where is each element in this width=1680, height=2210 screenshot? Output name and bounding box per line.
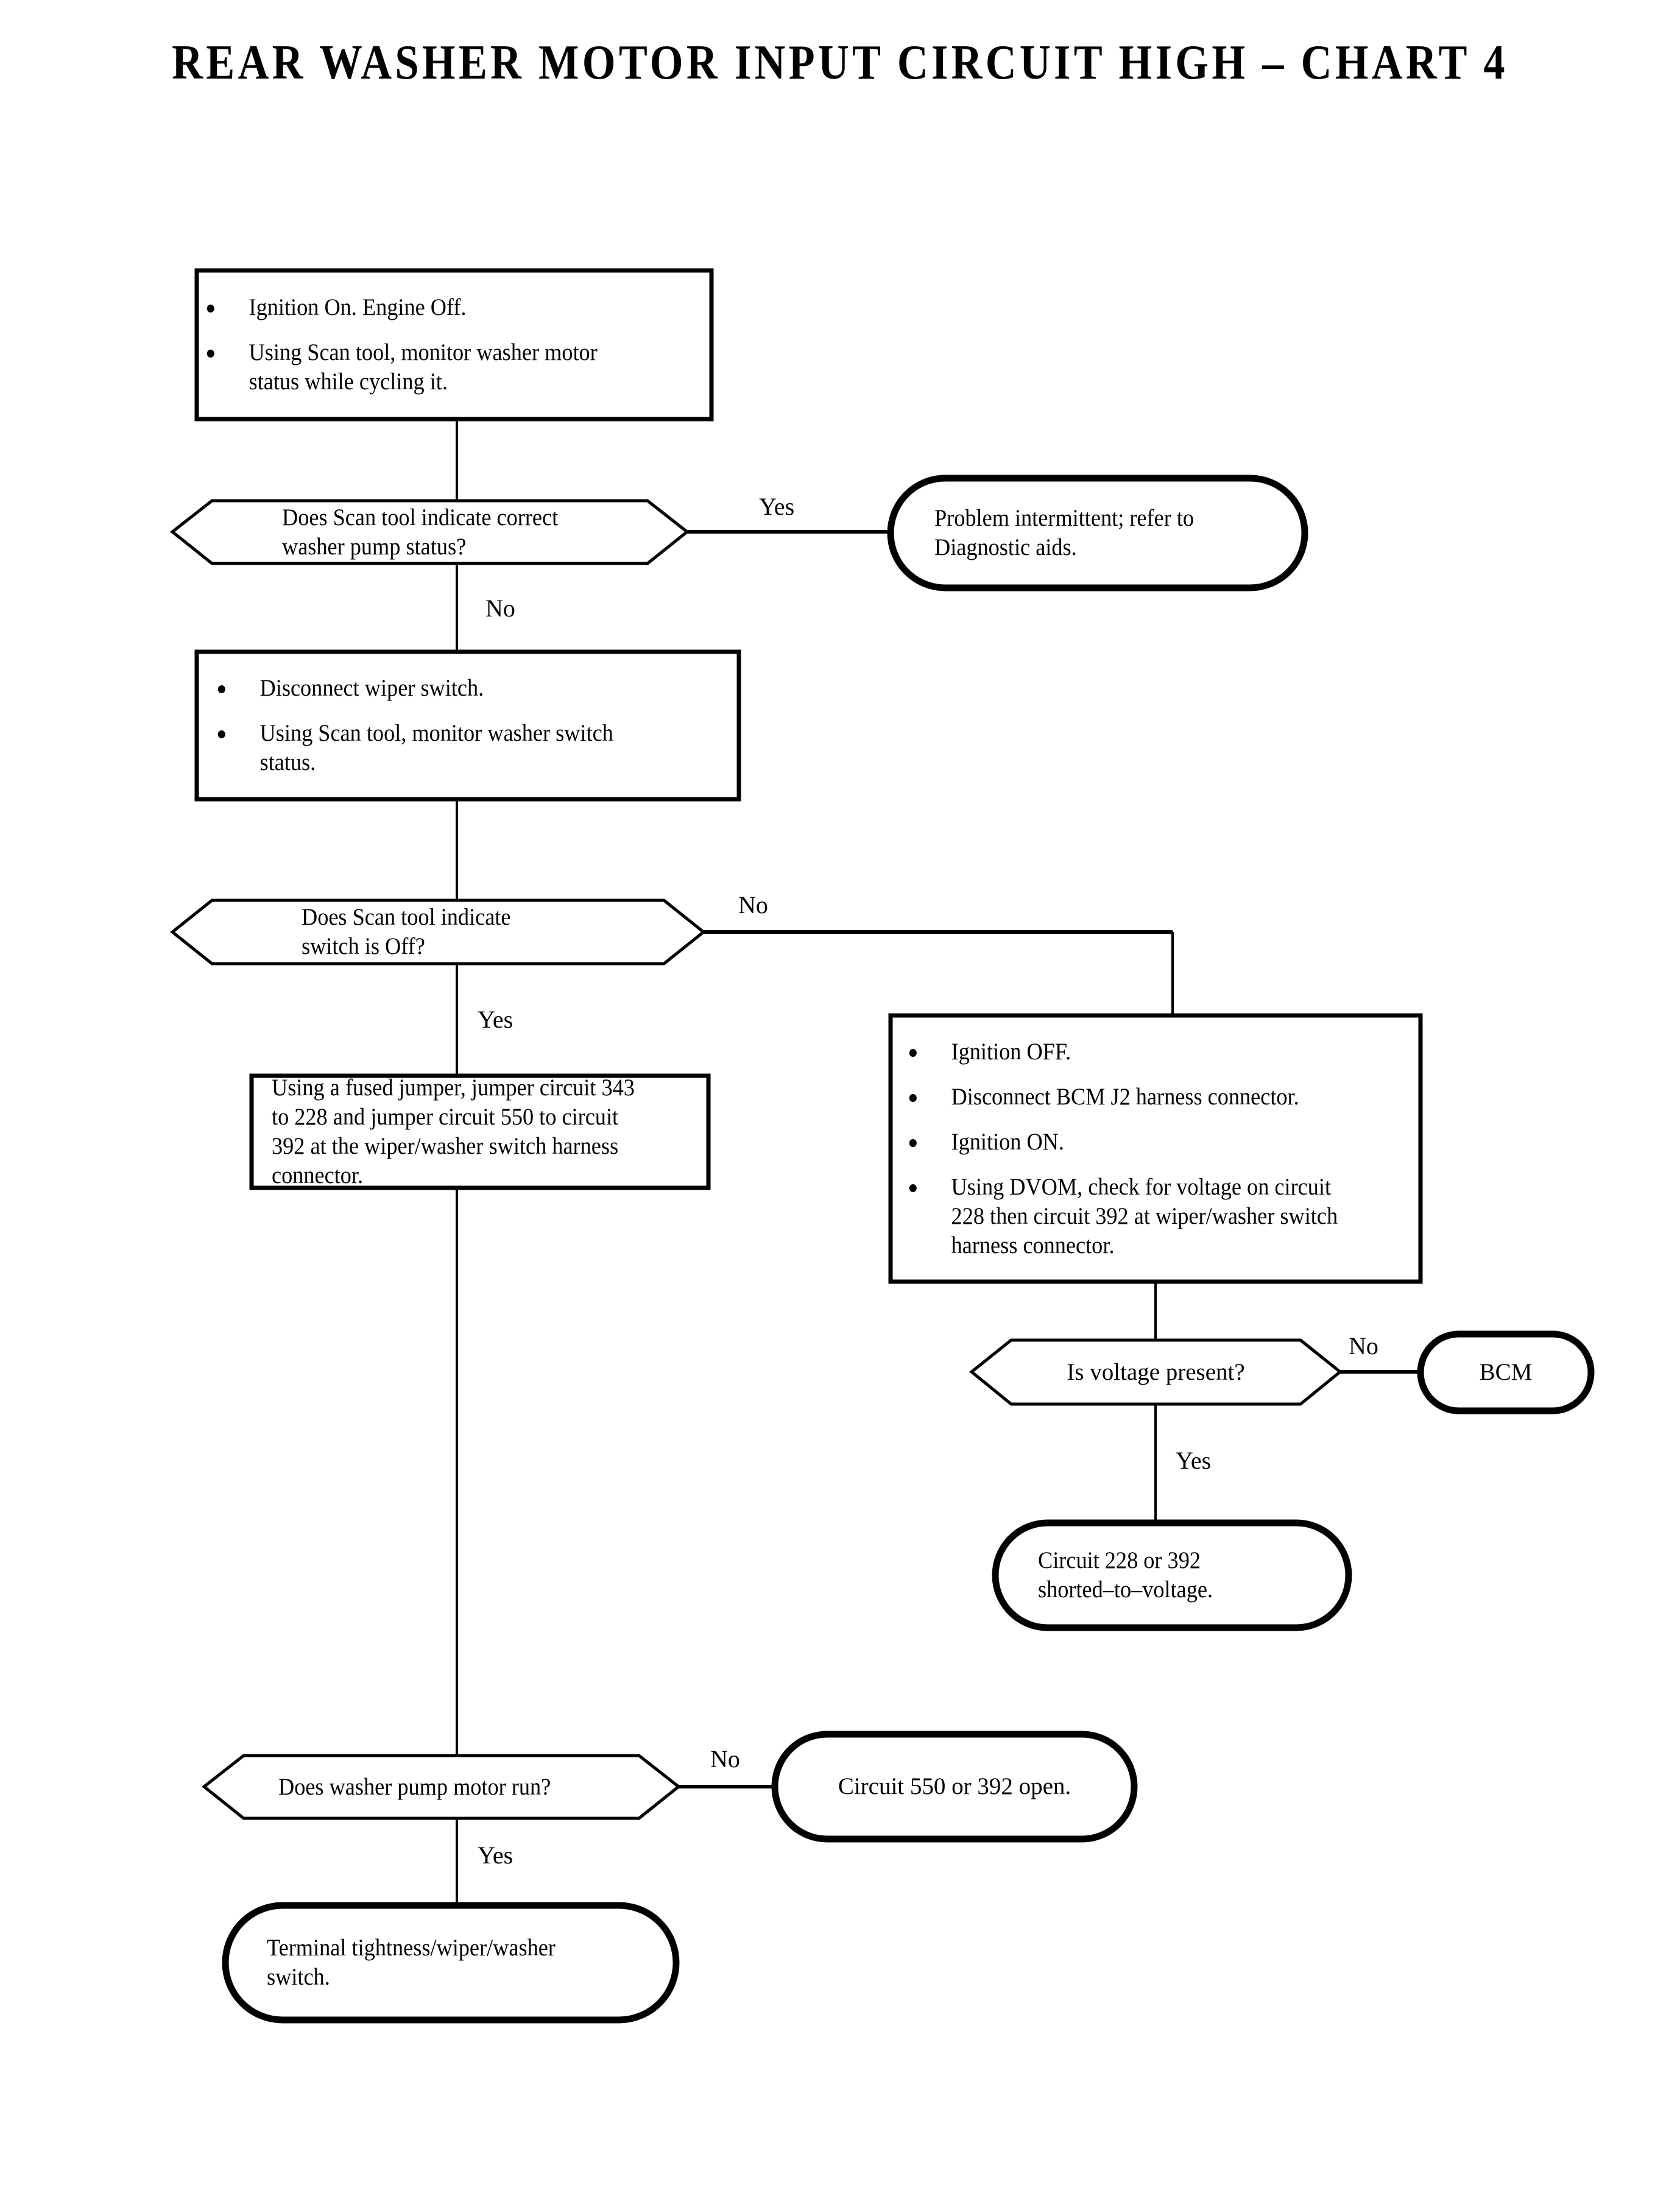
node-terminal-shorted-shape: [992, 1519, 1352, 1631]
decision2-label: Does Scan tool indicate switch is Off?: [302, 904, 511, 959]
edge-label-decision1-yes: Yes: [759, 493, 795, 520]
node-step2-shape: [194, 649, 741, 802]
node-decision2-shape: [169, 898, 707, 966]
edge-label-decision-voltage-no: No: [1349, 1332, 1378, 1360]
decision-motor-label: Does washer pump motor run?: [278, 1773, 551, 1800]
list-item: Ignition OFF.: [899, 1037, 1376, 1067]
list-item: Ignition ON.: [899, 1128, 1376, 1157]
step1-bullets: Ignition On. Engine Off. Using Scan tool…: [197, 293, 676, 397]
terminal-open-label: Circuit 550 or 392 open.: [838, 1773, 1071, 1799]
terminal-shorted-label: Circuit 228 or 392 shorted–to–voltage.: [1038, 1547, 1213, 1603]
node-step1-shape: [194, 268, 714, 422]
step-jumper-label: Using a fused jumper, jumper circuit 343…: [272, 1075, 635, 1188]
edge-label-decision-voltage-yes: Yes: [1176, 1447, 1212, 1474]
node-decision1: Does Scan tool indicate correct washer p…: [172, 501, 687, 563]
node-terminal-tightness-shape: [222, 1902, 680, 2024]
node-decision2: Does Scan tool indicate switch is Off?: [172, 900, 704, 964]
node-step-dvom-shape: [888, 1013, 1423, 1284]
list-item: Ignition On. Engine Off.: [197, 293, 676, 322]
node-terminal-shorted: Circuit 228 or 392 shorted–to–voltage.: [995, 1523, 1349, 1628]
list-item: Disconnect BCM J2 harness connector.: [899, 1082, 1376, 1112]
list-item: Disconnect wiper switch.: [208, 674, 702, 703]
node-terminal-intermittent-shape: [887, 475, 1308, 591]
edge-label-decision-motor-no: No: [710, 1745, 740, 1773]
node-step-jumper: Using a fused jumper, jumper circuit 343…: [252, 1075, 708, 1188]
step-dvom-bullets: Ignition OFF. Disconnect BCM J2 harness …: [899, 1037, 1376, 1260]
edge-label-decision1-no: No: [485, 595, 515, 622]
node-terminal-open-shape: [771, 1731, 1138, 1843]
node-step2: Disconnect wiper switch. Using Scan tool…: [197, 652, 739, 799]
node-step1: Ignition On. Engine Off. Using Scan tool…: [197, 270, 711, 419]
list-item: Using DVOM, check for voltage on circuit…: [899, 1173, 1348, 1260]
edge-label-decision-motor-yes: Yes: [478, 1841, 514, 1869]
list-item: Using Scan tool, monitor washer motor st…: [197, 338, 600, 397]
node-decision-voltage-shape: [969, 1338, 1343, 1406]
node-terminal-intermittent: Problem intermittent; refer to Diagnosti…: [891, 478, 1305, 588]
edge-label-decision2-yes: Yes: [478, 1006, 514, 1033]
terminal-bcm-label: BCM: [1479, 1359, 1533, 1385]
terminal-tightness-label: Terminal tightness/wiper/washer switch.: [267, 1935, 556, 1990]
node-terminal-bcm: BCM: [1421, 1334, 1591, 1411]
node-step-jumper-shape: [249, 1073, 711, 1190]
decision1-label: Does Scan tool indicate correct washer p…: [282, 504, 559, 560]
node-decision1-shape: [169, 499, 690, 565]
node-step-dvom: Ignition OFF. Disconnect BCM J2 harness …: [891, 1015, 1421, 1282]
node-decision-motor: Does washer pump motor run?: [204, 1756, 679, 1818]
page-title: REAR WASHER MOTOR INPUT CIRCUIT HIGH – C…: [172, 36, 1508, 90]
step2-bullets: Disconnect wiper switch. Using Scan tool…: [208, 674, 702, 777]
node-terminal-open: Circuit 550 or 392 open.: [775, 1734, 1134, 1839]
node-terminal-bcm-shape: [1417, 1330, 1595, 1414]
node-terminal-tightness: Terminal tightness/wiper/washer switch.: [225, 1905, 676, 2020]
node-decision-voltage: Is voltage present?: [972, 1340, 1340, 1404]
terminal-intermittent-label: Problem intermittent; refer to Diagnosti…: [934, 505, 1195, 560]
node-decision-motor-shape: [201, 1754, 682, 1820]
list-item: Using Scan tool, monitor washer switch s…: [208, 719, 657, 777]
edge-label-decision2-no: No: [738, 891, 768, 919]
decision-voltage-label: Is voltage present?: [1067, 1358, 1245, 1385]
